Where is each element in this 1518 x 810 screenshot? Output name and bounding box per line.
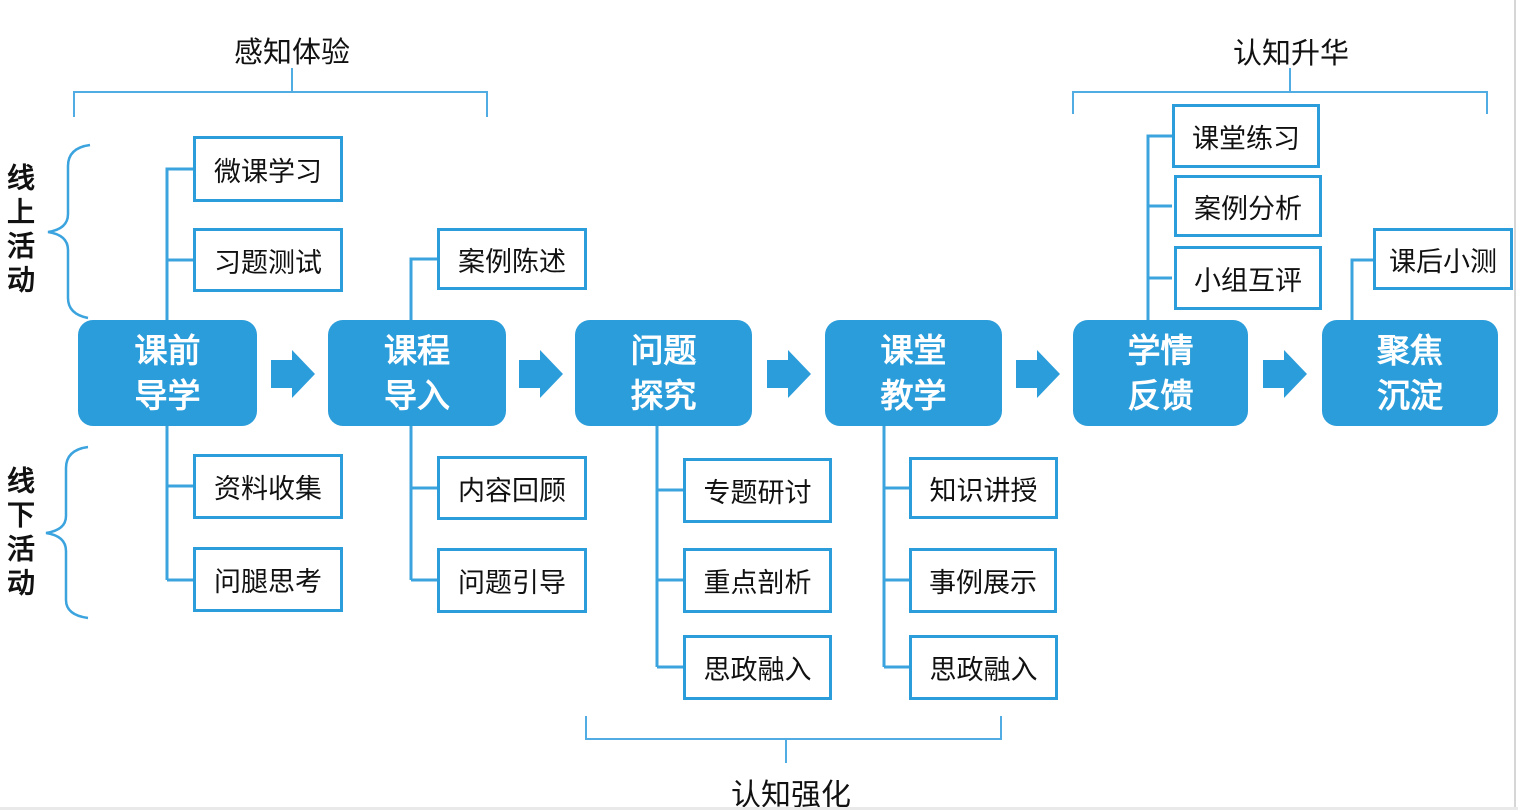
flow-step-course-introduction: 课程 导入	[328, 320, 506, 426]
right-edge-line	[1514, 0, 1516, 810]
flow-step-learning-feedback: 学情 反馈	[1073, 320, 1248, 426]
sub-box-classroom-practice: 课堂练习	[1172, 104, 1320, 168]
sub-box-micro-lecture-study: 微课学习	[193, 136, 343, 202]
flow-step-label-line: 课前	[134, 332, 201, 369]
flow-arrow-2	[519, 350, 563, 398]
flow-arrow-5	[1263, 350, 1307, 398]
flow-step-label-line: 课程	[384, 332, 450, 369]
sub-box-question-thinking: 问腿思考	[193, 547, 343, 612]
flow-step-label-line: 探究	[630, 377, 697, 414]
flow-arrow-3	[767, 350, 811, 398]
flow-step-label-line: 导入	[384, 377, 450, 414]
flow-step-label-line: 导学	[134, 377, 201, 414]
sub-box-data-collection: 资料收集	[193, 454, 343, 519]
phase-label-cognition-sublimation: 认知升华	[1232, 38, 1349, 70]
sub-box-knowledge-teaching: 知识讲授	[909, 457, 1058, 519]
sub-box-after-class-quiz: 课后小测	[1373, 228, 1513, 290]
flow-step-label-line: 问题	[630, 332, 697, 369]
sub-box-topic-discussion: 专题研讨	[683, 458, 832, 523]
connector-course-intro-top	[409, 257, 437, 320]
bracket-cognition-reinforcement	[585, 716, 1002, 763]
connector-learning-feedback-top	[1146, 134, 1172, 320]
connector-course-intro-bottom	[409, 426, 437, 582]
sub-box-question-guidance: 问题引导	[437, 548, 587, 613]
side-label-offline-activities: 线下活动	[4, 466, 35, 602]
sub-box-ideological-integration-2: 思政融入	[909, 635, 1058, 700]
sub-box-example-demonstration: 事例展示	[909, 548, 1057, 613]
connector-pre-class-top	[165, 167, 193, 320]
bracket-cognition-sublimation	[1072, 68, 1488, 114]
connector-classroom-teaching-bottom	[882, 426, 909, 669]
flow-step-label-line: 教学	[880, 377, 947, 414]
phase-label-cognition-reinforcement: 认知强化	[731, 779, 851, 810]
flow-step-classroom-teaching: 课堂 教学	[825, 320, 1002, 426]
sub-box-content-review: 内容回顾	[437, 456, 587, 520]
bottom-edge-line	[0, 807, 1518, 810]
flow-step-label-line: 沉淀	[1377, 377, 1443, 414]
sub-box-ideological-integration-1: 思政融入	[683, 635, 832, 700]
sub-box-exercise-test: 习题测试	[193, 228, 343, 292]
side-label-online-activities: 线上活动	[4, 163, 35, 299]
flow-step-label-line: 学情	[1127, 332, 1194, 369]
brace-offline-activities	[45, 445, 89, 620]
connector-problem-inquiry-bottom	[655, 426, 683, 669]
connector-pre-class-bottom	[165, 426, 193, 582]
connector-focus-consolidation-top	[1350, 258, 1373, 320]
flow-arrow-1	[271, 350, 315, 398]
flow-step-pre-class-guidance: 课前 导学	[78, 320, 257, 426]
flow-step-label-line: 聚焦	[1377, 332, 1443, 369]
flow-arrow-4	[1016, 350, 1060, 398]
flow-step-problem-inquiry: 问题 探究	[575, 320, 752, 426]
brace-online-activities	[47, 143, 91, 320]
sub-box-case-statement: 案例陈述	[437, 228, 587, 290]
sub-box-case-analysis: 案例分析	[1174, 175, 1322, 237]
flow-step-label-line: 反馈	[1127, 377, 1194, 414]
bracket-perception-experience	[73, 68, 488, 117]
sub-box-key-point-analysis: 重点剖析	[683, 548, 832, 613]
flow-step-focus-consolidation: 聚焦 沉淀	[1322, 320, 1498, 426]
flow-step-label-line: 课堂	[880, 332, 947, 369]
phase-label-perception-experience: 感知体验	[233, 37, 350, 69]
sub-box-group-peer-review: 小组互评	[1174, 246, 1322, 310]
